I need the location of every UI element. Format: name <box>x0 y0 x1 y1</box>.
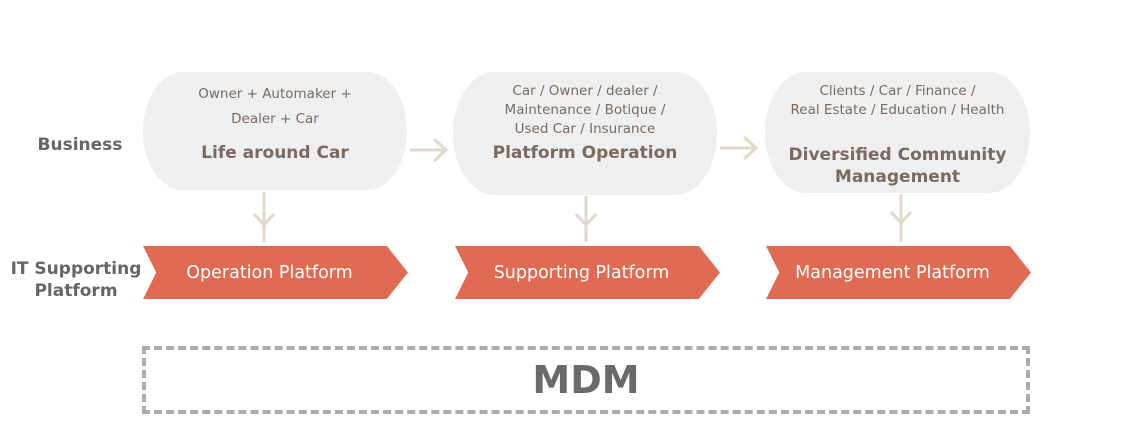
business-box-3-subtitle: Clients / Car / Finance / Real Estate / … <box>790 83 1005 118</box>
business-box-2: Car / Owner / dealer / Maintenance / Bot… <box>453 72 717 195</box>
arrow-right-icon <box>410 137 449 163</box>
platform-management-label: Management Platform <box>795 262 990 283</box>
business-box-1-title: Life around Car <box>201 143 349 163</box>
arrow-down-icon <box>574 196 598 242</box>
mdm-foundation: MDM <box>142 346 1030 414</box>
business-box-1: Owner + Automaker + Dealer + Car Life ar… <box>143 72 407 190</box>
row-label-business: Business <box>37 135 123 155</box>
arrow-down-icon <box>252 192 276 242</box>
business-box-1-subtitle: Owner + Automaker + Dealer + Car <box>198 86 352 127</box>
arrow-down-icon <box>889 194 913 242</box>
business-box-3: Clients / Car / Finance / Real Estate / … <box>765 72 1030 193</box>
platform-supporting-label: Supporting Platform <box>493 262 670 283</box>
business-box-2-title: Platform Operation <box>492 143 678 163</box>
mdm-label: MDM <box>532 358 640 402</box>
platform-operation-label: Operation Platform <box>186 262 353 283</box>
row-label-it-supporting: IT Supporting Platform <box>10 259 142 301</box>
platform-supporting: Supporting Platform <box>455 246 720 299</box>
business-box-2-subtitle: Car / Owner / dealer / Maintenance / Bot… <box>504 83 666 137</box>
business-box-3-title: Diversified Community Management <box>788 145 1007 187</box>
arrow-right-icon <box>720 135 759 161</box>
platform-management: Management Platform <box>766 246 1031 299</box>
platform-operation: Operation Platform <box>143 246 408 299</box>
